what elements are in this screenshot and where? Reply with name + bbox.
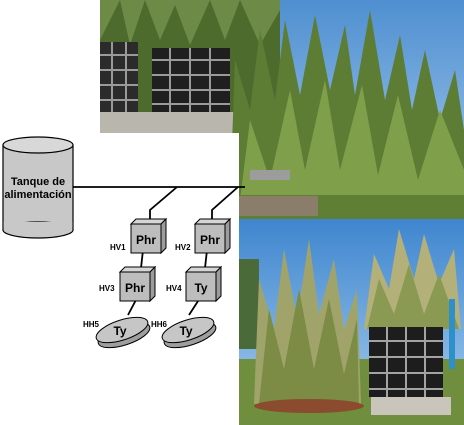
unit-hh6: Ty HH6: [151, 316, 217, 349]
unit-hh6-plant: Ty: [179, 324, 192, 338]
unit-hh5: Ty HH5: [83, 316, 151, 349]
top-wetland-photo: [100, 0, 464, 220]
unit-hh5-code: HH5: [83, 320, 100, 329]
unit-hv4-plant: Ty: [194, 281, 207, 295]
unit-hv3: Phr HV3: [99, 265, 157, 303]
unit-hv4-code: HV4: [166, 284, 182, 293]
unit-hv2: Phr HV2: [175, 217, 232, 255]
unit-hv1-plant: Phr: [136, 233, 156, 247]
unit-hv2-code: HV2: [175, 243, 191, 252]
feed-tank-label-line2: alimentación: [4, 189, 72, 201]
unit-hv3-code: HV3: [99, 284, 115, 293]
bottom-wetland-photo: [239, 219, 464, 425]
unit-hv1: Phr HV1: [110, 217, 168, 255]
unit-hv1-code: HV1: [110, 243, 126, 252]
unit-hv4: Ty HV4: [166, 265, 223, 303]
feed-tank: Tanque de alimentación: [2, 136, 74, 239]
unit-hv2-plant: Phr: [200, 233, 220, 247]
unit-hh5-plant: Ty: [113, 324, 126, 338]
feed-tank-label-line1: Tanque de: [11, 176, 65, 188]
unit-hh6-code: HH6: [151, 320, 168, 329]
unit-hv3-plant: Phr: [125, 281, 145, 295]
